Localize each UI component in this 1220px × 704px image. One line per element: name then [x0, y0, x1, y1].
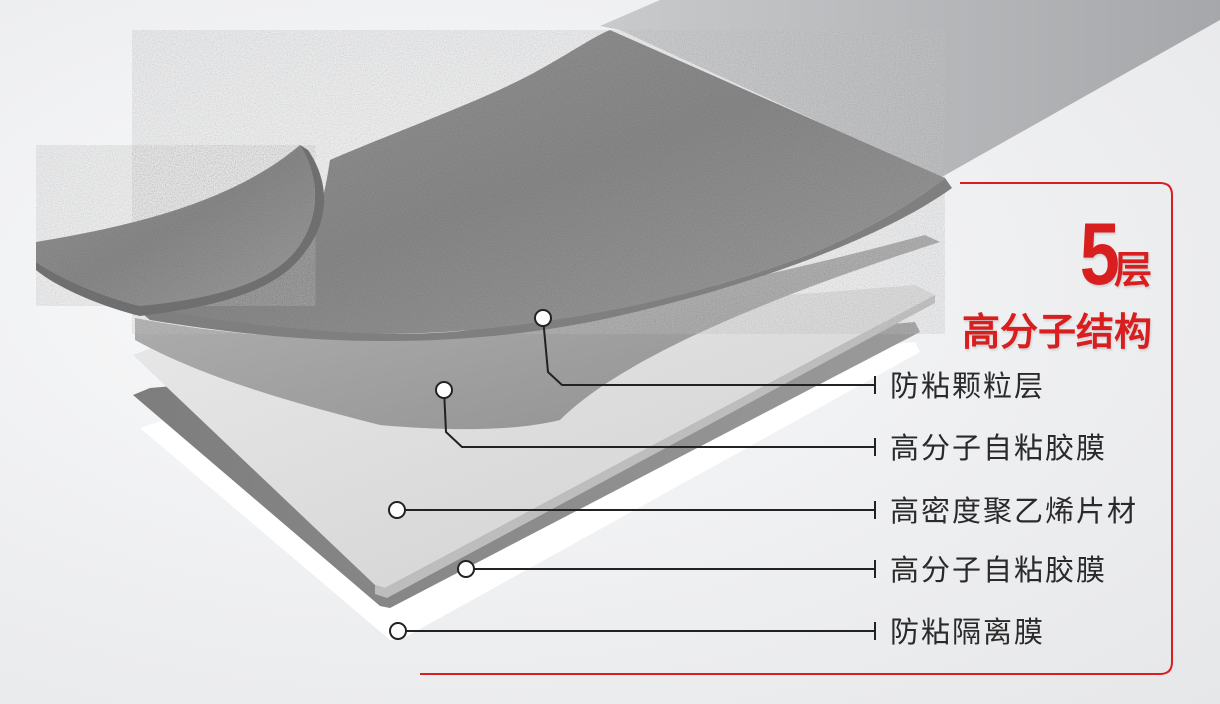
callout-dot-2: [435, 381, 453, 399]
layer-label-2: 高分子自粘胶膜: [890, 431, 1108, 465]
callout-dot-5: [389, 622, 407, 640]
layer-label-1: 防粘颗粒层: [890, 369, 1046, 403]
callout-dot-4: [457, 560, 475, 578]
granule-top-layer: [132, 30, 945, 334]
structure-title: 5 层 高分子结构: [961, 204, 1152, 356]
structure-subtitle: 高分子结构: [961, 310, 1152, 355]
layer-label-3: 高密度聚乙烯片材: [890, 494, 1139, 528]
peeled-corner: [36, 145, 316, 306]
callout-line-2: [443, 389, 875, 448]
callout-lines: [397, 317, 876, 640]
callout-dot-3: [388, 501, 406, 519]
layer-unit: 层: [1113, 248, 1152, 293]
callout-line-1: [542, 317, 875, 386]
layer-label-5: 防粘隔离膜: [890, 615, 1046, 649]
red-bracket-frame: [420, 182, 1173, 675]
layer-count: 5: [1079, 204, 1120, 303]
roll-strip: [600, 0, 1220, 178]
callout-dot-1: [534, 309, 552, 327]
layer-label-4: 高分子自粘胶膜: [890, 553, 1108, 587]
